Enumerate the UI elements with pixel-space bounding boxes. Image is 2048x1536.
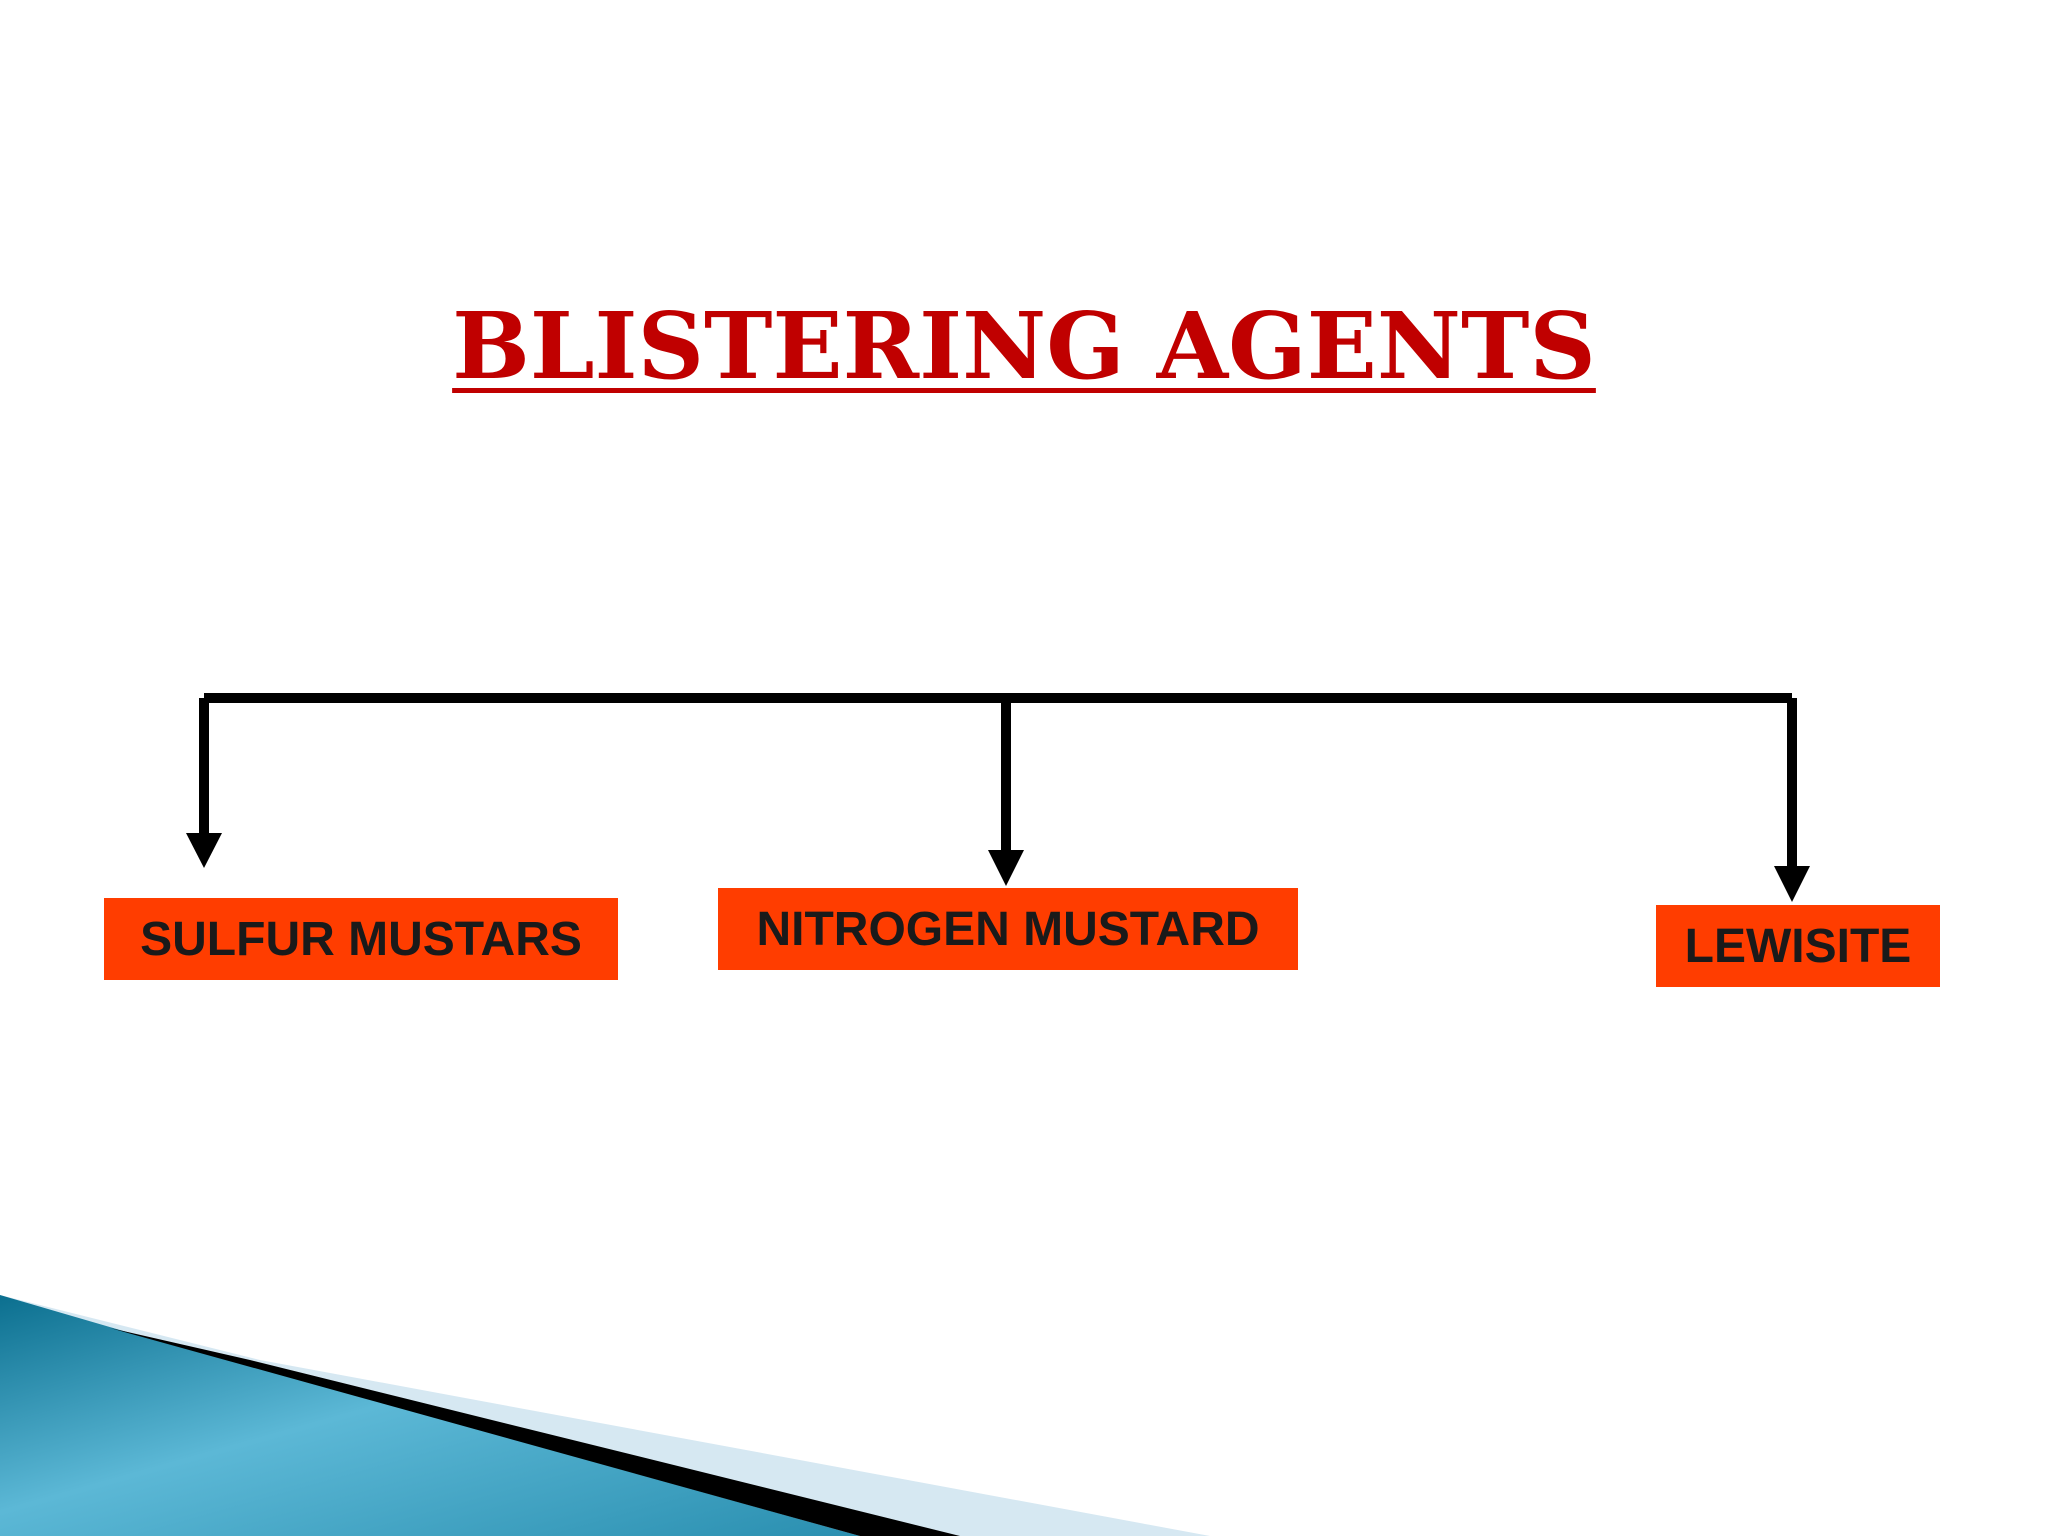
arrowhead-3	[1774, 866, 1810, 902]
arrowhead-2	[988, 850, 1024, 886]
node-nitrogen-mustard: NITROGEN MUSTARD	[718, 888, 1298, 970]
node-sulfur-mustars: SULFUR MUSTARS	[104, 898, 618, 980]
slide-title: BLISTERING AGENTS	[452, 292, 1596, 400]
arrowhead-1	[186, 833, 222, 868]
node-lewisite: LEWISITE	[1656, 905, 1940, 987]
